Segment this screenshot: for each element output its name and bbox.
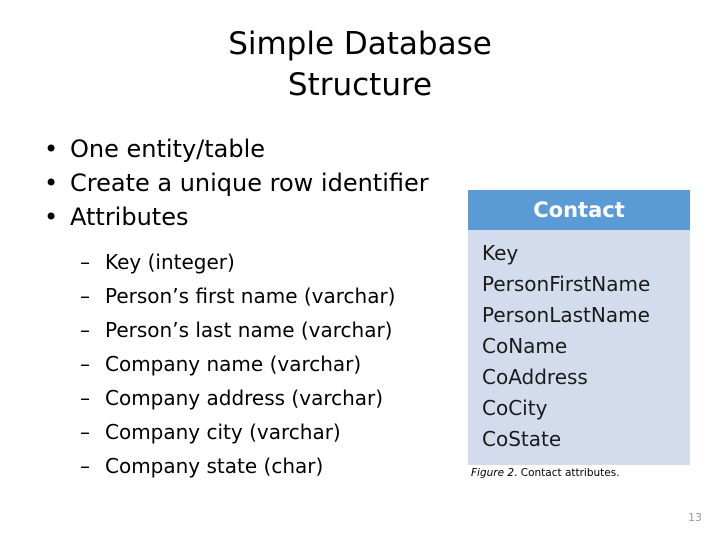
contact-field-costate: CoState <box>482 427 562 451</box>
bullet-marker-icon: • <box>44 203 59 231</box>
dash-marker-icon: – <box>80 284 90 308</box>
contact-field-cocity: CoCity <box>482 396 548 420</box>
page-title-line-2: Structure <box>287 67 433 103</box>
bullet-marker-icon: • <box>44 135 59 163</box>
contact-field-coname: CoName <box>482 334 568 358</box>
page-number: 13 <box>688 511 702 524</box>
dash-marker-icon: – <box>80 386 90 410</box>
sub-bullet-label: Key (integer) <box>105 250 235 274</box>
slide-content: • One entity/table • Create a unique row… <box>34 132 454 483</box>
dash-marker-icon: – <box>80 250 90 274</box>
bullet-item-one-entity-table: • One entity/table <box>34 132 454 166</box>
contact-table-body: Key PersonFirstName PersonLastName CoNam… <box>468 230 690 465</box>
sub-bullet-item-company-address: – Company address (varchar) <box>34 381 454 415</box>
dash-marker-icon: – <box>80 352 90 376</box>
contact-table-header: Contact <box>468 190 690 230</box>
bullet-marker-icon: • <box>44 169 59 197</box>
page-title-line-1: Simple Database <box>228 26 492 62</box>
contact-field-key: Key <box>482 241 519 265</box>
dash-marker-icon: – <box>80 420 90 444</box>
attribute-sub-list: – Key (integer) – Person’s first name (v… <box>34 245 454 483</box>
bullet-label: Create a unique row identifier <box>70 169 429 197</box>
page-title: Simple Database Structure <box>0 24 720 106</box>
contact-entity-figure: Contact Key PersonFirstName PersonLastNa… <box>468 190 690 465</box>
figure-caption-text: . Contact attributes. <box>514 467 620 479</box>
sub-bullet-label: Company city (varchar) <box>105 420 341 444</box>
figure-caption-label: Figure 2 <box>471 467 515 479</box>
bullet-label: One entity/table <box>70 135 266 163</box>
sub-bullet-label: Person’s last name (varchar) <box>105 318 393 342</box>
contact-field-coaddress: CoAddress <box>482 365 588 389</box>
sub-bullet-item-person-last-name: – Person’s last name (varchar) <box>34 313 454 347</box>
sub-bullet-label: Company name (varchar) <box>105 352 362 376</box>
sub-bullet-label: Company address (varchar) <box>105 386 384 410</box>
sub-bullet-item-company-state: – Company state (char) <box>34 449 454 483</box>
bullet-label: Attributes <box>70 203 189 231</box>
bullet-item-attributes: • Attributes <box>34 200 454 234</box>
dash-marker-icon: – <box>80 454 90 478</box>
sub-bullet-label: Company state (char) <box>105 454 324 478</box>
sub-bullet-label: Person’s first name (varchar) <box>105 284 396 308</box>
sub-bullet-item-company-city: – Company city (varchar) <box>34 415 454 449</box>
dash-marker-icon: – <box>80 318 90 342</box>
figure-caption: Figure 2. Contact attributes. <box>471 465 701 481</box>
sub-bullet-item-key: – Key (integer) <box>34 245 454 279</box>
contact-field-personlastname: PersonLastName <box>482 303 650 327</box>
sub-bullet-item-company-name: – Company name (varchar) <box>34 347 454 381</box>
contact-field-personfirstname: PersonFirstName <box>482 272 651 296</box>
bullet-item-unique-row-identifier: • Create a unique row identifier <box>34 166 454 200</box>
sub-bullet-item-person-first-name: – Person’s first name (varchar) <box>34 279 454 313</box>
